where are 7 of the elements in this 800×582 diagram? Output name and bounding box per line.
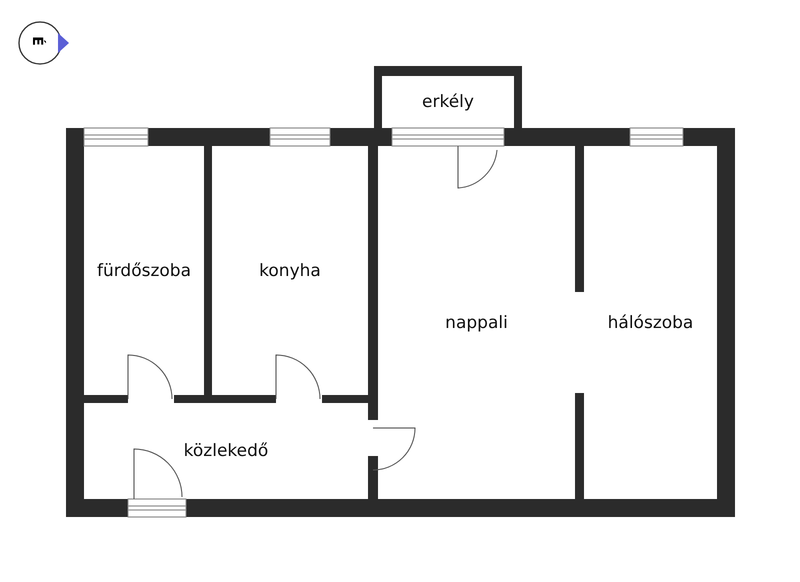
room-label: erkély <box>422 92 474 112</box>
compass-letter: É <box>28 36 45 46</box>
room-label: hálószoba <box>608 312 694 332</box>
room-label: fürdőszoba <box>96 260 192 280</box>
room-label: konyha <box>259 260 321 280</box>
room-label: közlekedő <box>184 441 268 461</box>
room-label: nappali <box>445 312 508 332</box>
